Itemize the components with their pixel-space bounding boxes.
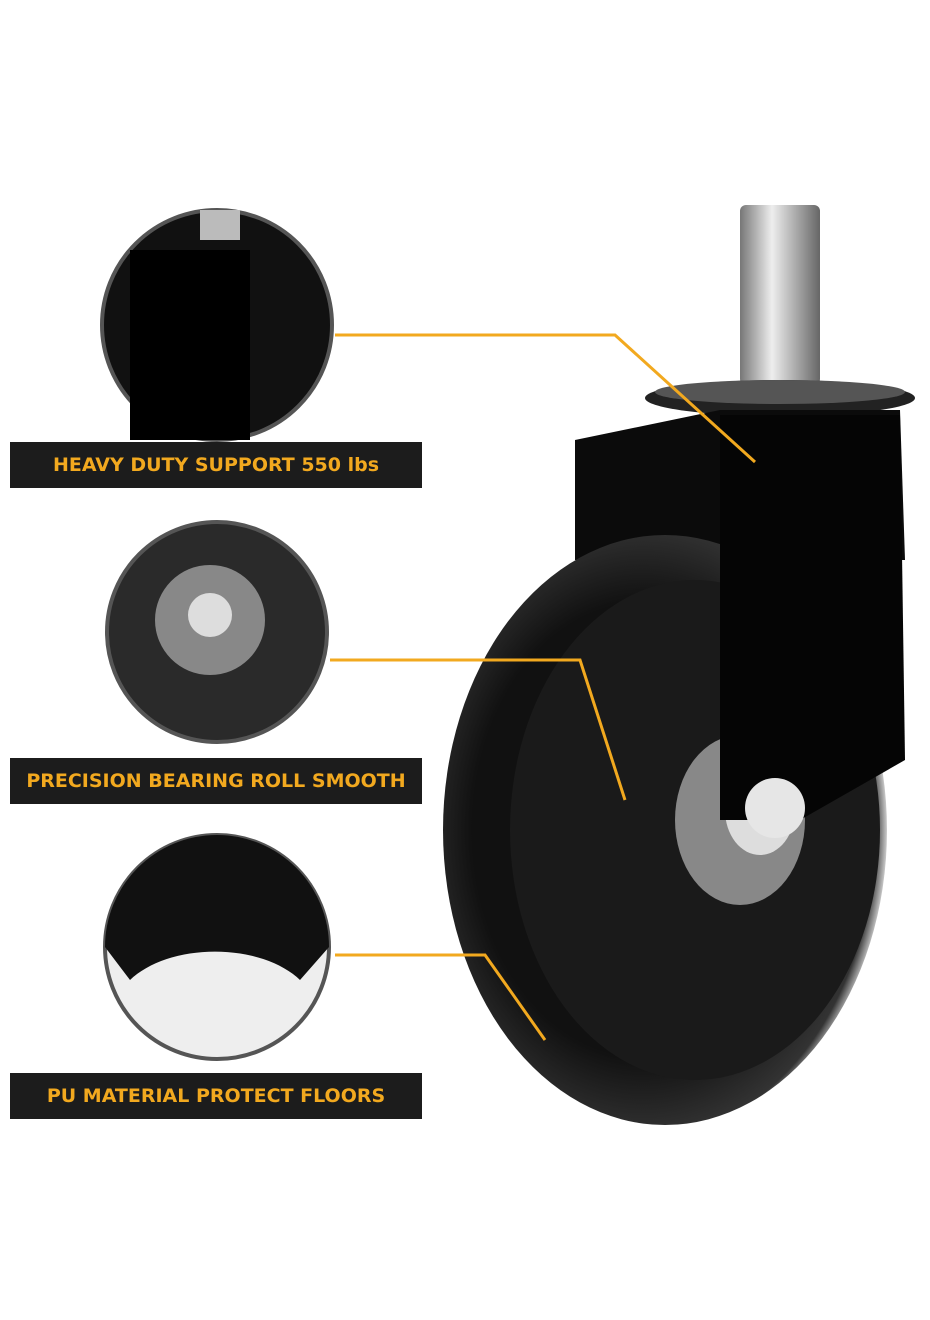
leader-line-bearing <box>330 658 627 801</box>
leader-line-pu <box>335 953 547 1041</box>
callout-label-support: HEAVY DUTY SUPPORT 550 lbs <box>10 442 422 488</box>
callout-label-pu: PU MATERIAL PROTECT FLOORS <box>10 1073 422 1119</box>
detail-circle-support <box>100 208 334 442</box>
detail-circle-bearing <box>105 520 329 744</box>
callout-label-bearing: PRECISION BEARING ROLL SMOOTH <box>10 758 422 804</box>
detail-circle-pu <box>103 833 331 1061</box>
main-caster <box>443 205 915 1125</box>
leader-line-support <box>335 333 757 464</box>
